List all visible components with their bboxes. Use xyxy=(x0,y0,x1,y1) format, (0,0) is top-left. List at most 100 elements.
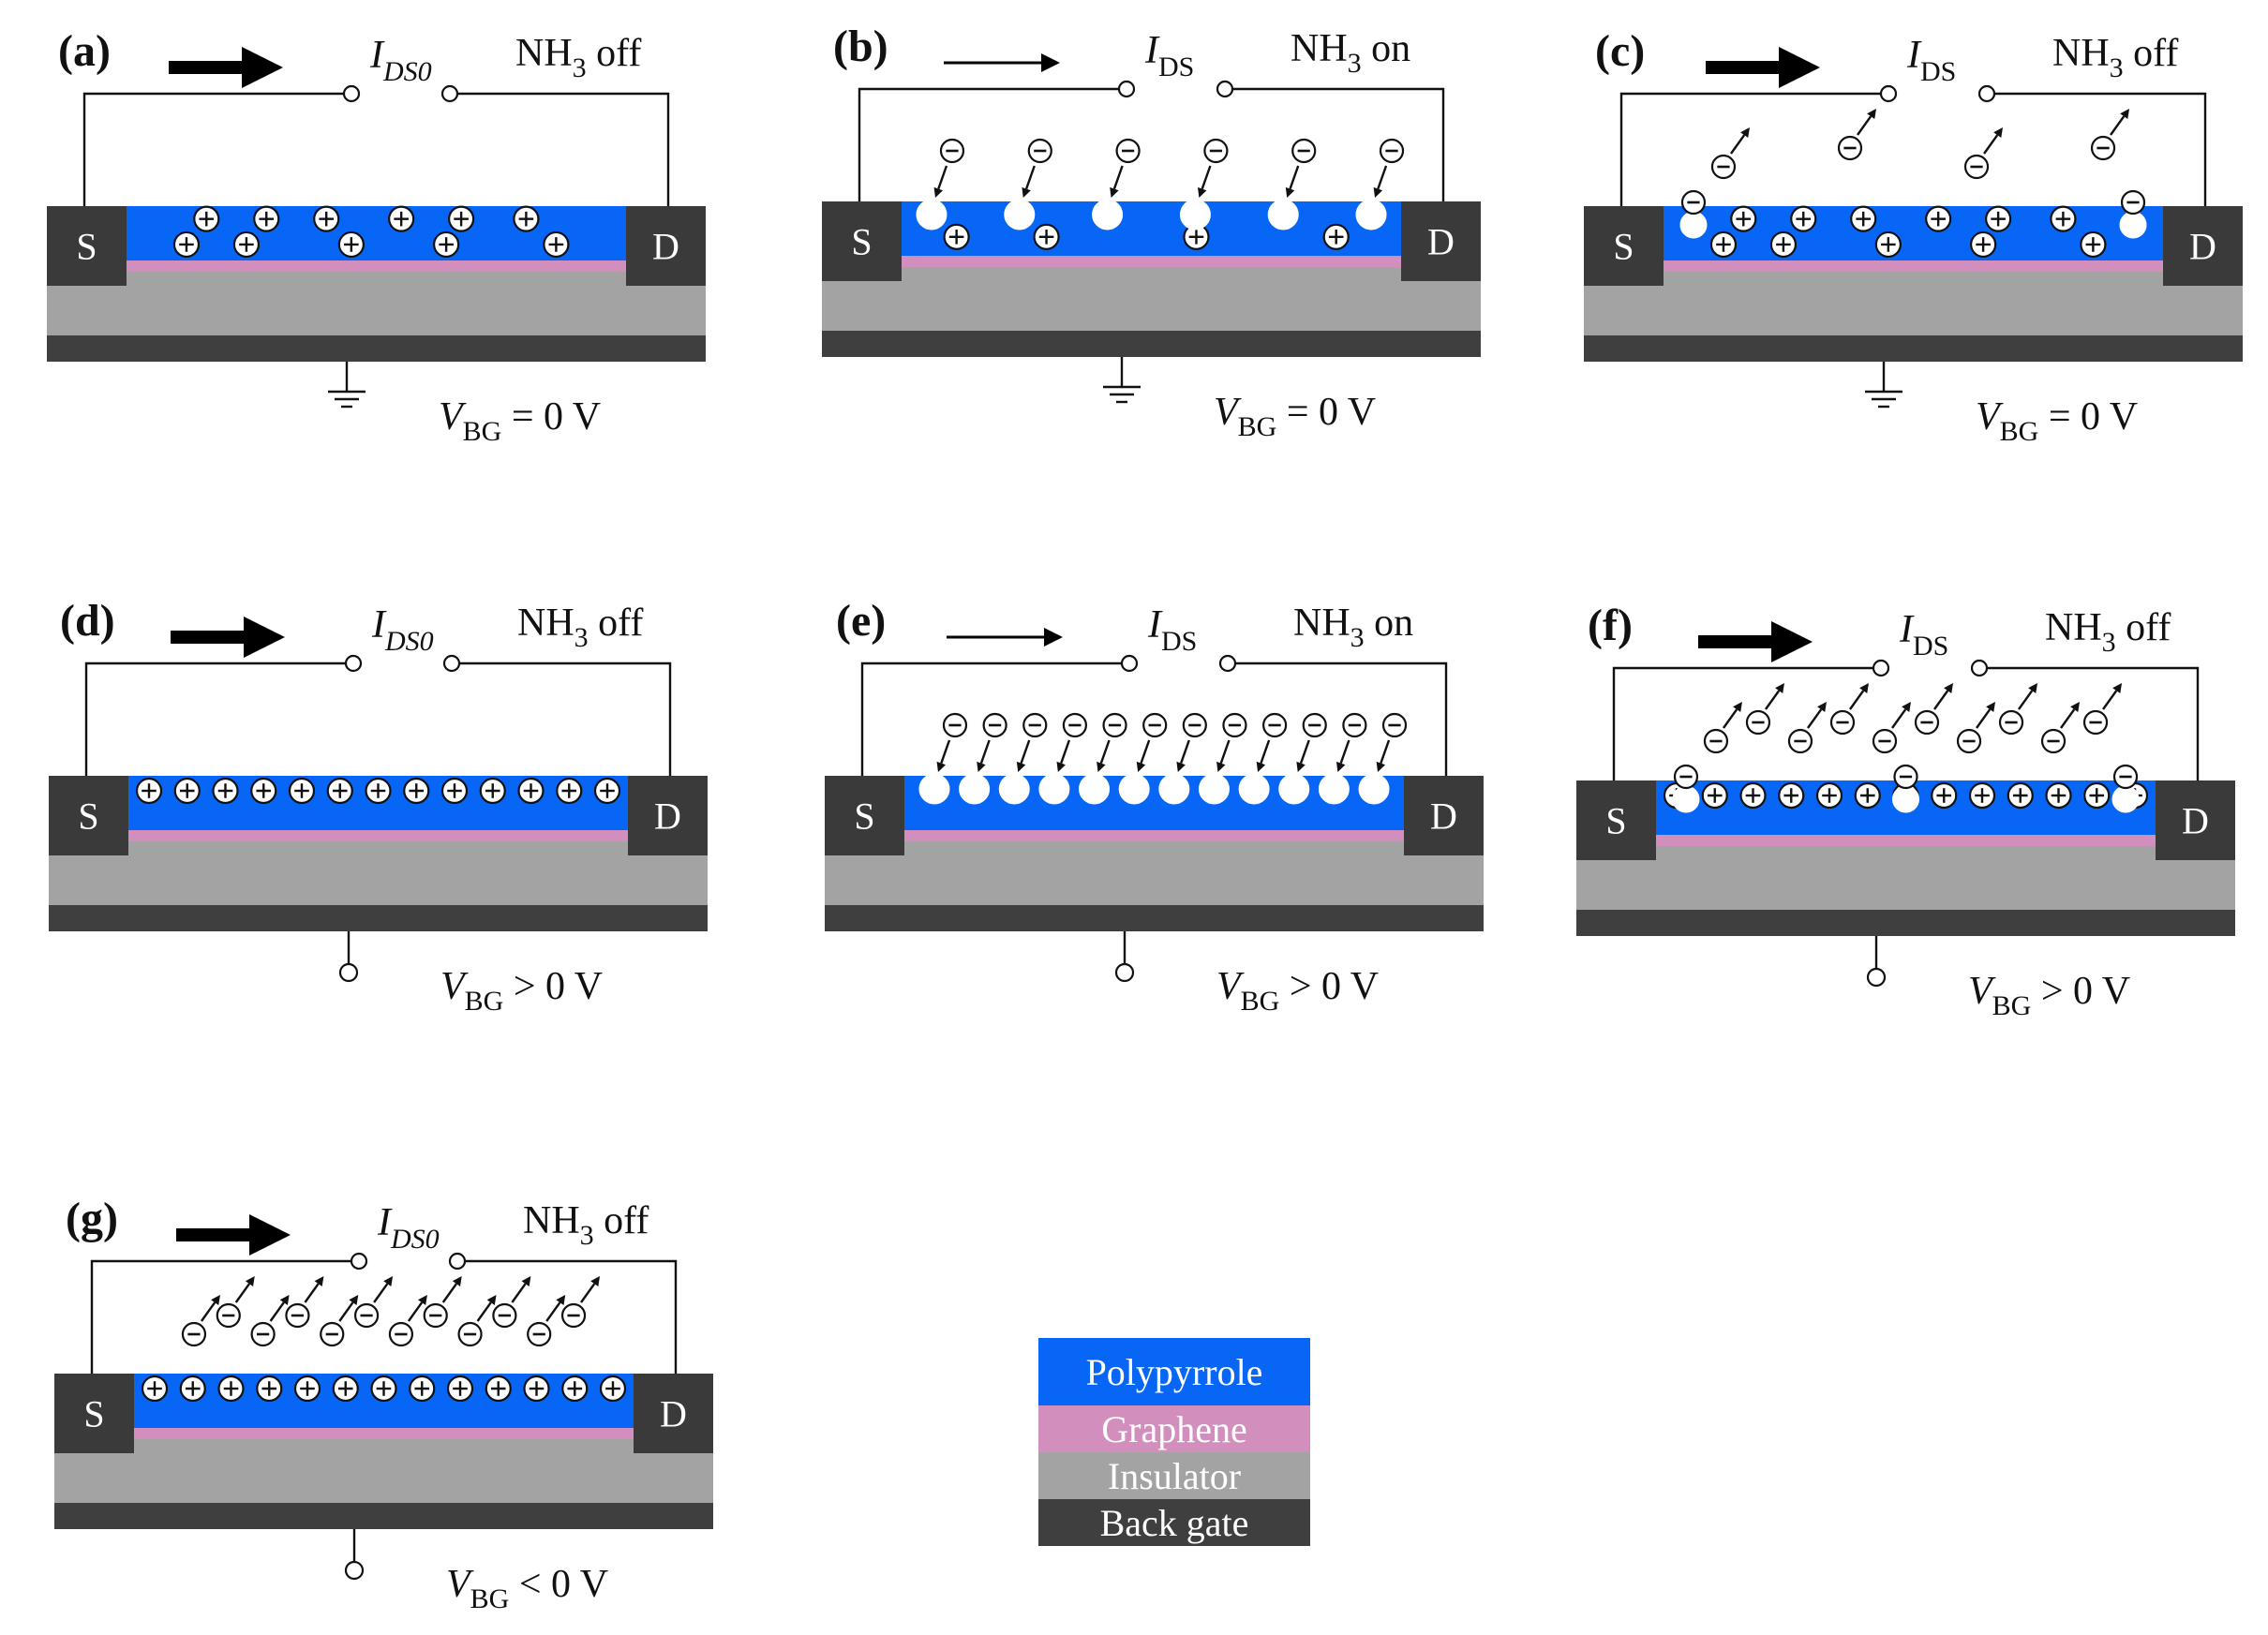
gate-terminal xyxy=(338,962,359,983)
desorption-arrow-shaft xyxy=(1891,708,1907,729)
vbg-subscript: BG xyxy=(470,1583,510,1614)
nh3-molecule xyxy=(1998,709,2024,736)
desorption-arrow-shaft xyxy=(2102,690,2118,710)
hole-carrier xyxy=(523,1375,550,1403)
adsorption-arrow-shaft xyxy=(1339,739,1350,764)
hole-carrier xyxy=(370,1375,397,1403)
panel-label: (f) xyxy=(1588,601,1633,650)
circuit-wire-right xyxy=(459,661,672,780)
nh3-molecule xyxy=(1956,728,1982,754)
current-label: IDS0 xyxy=(377,1201,440,1255)
adsorption-site xyxy=(2119,211,2147,239)
adsorption-arrow-head xyxy=(1056,761,1066,772)
vbg-relation: > 0 V xyxy=(2031,970,2130,1013)
graphene-layer xyxy=(128,830,628,844)
desorption-arrow-shaft xyxy=(304,1283,320,1303)
nh3-molecule xyxy=(1115,138,1141,164)
hole-carrier xyxy=(2080,230,2107,259)
adsorption-site xyxy=(1892,785,1919,813)
terminal-left xyxy=(344,654,363,673)
hole-carrier xyxy=(593,777,621,805)
vbg-relation: < 0 V xyxy=(509,1563,608,1606)
source-electrode xyxy=(49,776,128,855)
panel-label: (a) xyxy=(58,26,111,76)
nh3-subscript: 3 xyxy=(580,1220,594,1251)
nh3-label: NH3 off xyxy=(2052,32,2178,83)
current-label: IDS0 xyxy=(371,603,434,657)
nh3-subscript: 3 xyxy=(1348,48,1362,79)
nh3-molecule xyxy=(1062,712,1088,738)
terminal-right xyxy=(1218,654,1237,673)
hole-carrier xyxy=(1985,205,2012,232)
hole-carrier xyxy=(172,230,201,259)
drain-electrode xyxy=(626,206,706,286)
back-gate-layer xyxy=(825,905,1484,931)
terminal-left xyxy=(350,1252,368,1271)
vbg-relation: = 0 V xyxy=(1276,391,1376,434)
current-symbol: I xyxy=(369,34,385,77)
panel-label: (b) xyxy=(833,22,888,71)
hole-carrier xyxy=(212,777,239,805)
desorption-arrow-shaft xyxy=(1983,134,1999,155)
nh3-molecule xyxy=(1745,709,1771,736)
panel-label: (g) xyxy=(66,1194,118,1243)
nh3-molecule xyxy=(1703,728,1729,754)
nh3-prefix: NH xyxy=(2052,32,2110,75)
back-gate-layer xyxy=(49,905,708,931)
adsorption-site xyxy=(1038,773,1070,805)
adsorption-site xyxy=(1158,773,1190,805)
nh3-subscript: 3 xyxy=(2110,52,2124,83)
nh3-molecule xyxy=(250,1321,276,1347)
insulator-layer xyxy=(825,841,1484,905)
desorption-arrow-head xyxy=(521,1276,531,1287)
current-arrow-head xyxy=(1044,628,1063,647)
adsorption-arrow-shaft xyxy=(937,165,948,189)
nh3-molecule xyxy=(939,138,965,164)
nh3-molecule xyxy=(1222,712,1247,738)
drain-label: D xyxy=(2189,226,2216,268)
adsorption-site xyxy=(1267,199,1299,230)
source-label: S xyxy=(78,795,98,838)
hole-carrier xyxy=(326,777,353,805)
graphene-layer xyxy=(134,1428,634,1442)
insulator-layer xyxy=(822,267,1481,331)
insulator-layer xyxy=(49,841,708,905)
desorption-arrow-head xyxy=(418,1295,427,1306)
hole-carrier xyxy=(1931,781,1958,810)
nh3-label: NH3 on xyxy=(1293,602,1413,653)
hole-carrier xyxy=(256,1375,283,1403)
source-label: S xyxy=(76,226,97,268)
nh3-subscript: 3 xyxy=(2102,627,2116,658)
legend-label-3: Back gate xyxy=(1100,1502,1249,1544)
insulator-layer xyxy=(1584,272,2243,335)
desorption-arrow-shaft xyxy=(338,1301,354,1322)
adsorption-arrow-head xyxy=(1110,186,1119,198)
desorption-arrow-shaft xyxy=(373,1283,389,1303)
adsorption-site xyxy=(998,773,1030,805)
vbg-symbol: V xyxy=(440,965,469,1008)
nh3-molecule xyxy=(1872,728,1898,754)
current-symbol: I xyxy=(1899,608,1915,651)
terminal-left xyxy=(1117,80,1136,98)
panel-label: (d) xyxy=(60,596,115,646)
nh3-subscript: 3 xyxy=(574,622,589,653)
adsorption-arrow-shaft xyxy=(1219,739,1231,764)
circuit-wire-left xyxy=(90,1259,351,1377)
source-label: S xyxy=(83,1393,104,1435)
nh3-molecule xyxy=(388,1321,414,1347)
hole-carrier xyxy=(1790,205,1817,232)
nh3-prefix: NH xyxy=(1293,602,1350,645)
hole-carrier xyxy=(293,1375,321,1403)
current-arrow-head xyxy=(242,47,283,88)
adsorption-site xyxy=(1198,773,1230,805)
nh3-label: NH3 off xyxy=(523,1199,649,1251)
gate-terminal xyxy=(1114,962,1135,983)
drain-electrode xyxy=(628,776,708,855)
hole-carrier xyxy=(1730,205,1757,232)
graphene-layer xyxy=(127,260,626,275)
adsorption-arrow-shaft xyxy=(1020,739,1031,764)
drain-label: D xyxy=(2182,800,2209,842)
